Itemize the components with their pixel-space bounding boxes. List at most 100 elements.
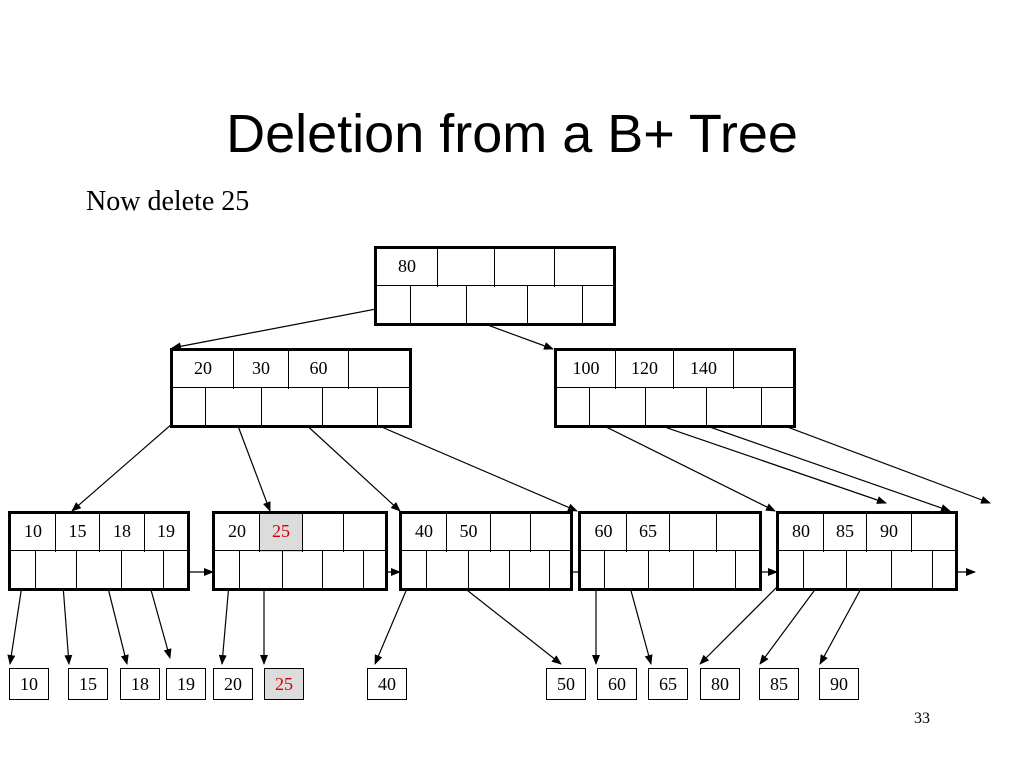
leaf5-ptr — [779, 551, 804, 588]
record-85: 85 — [759, 668, 799, 700]
record-60: 60 — [597, 668, 637, 700]
leaf1-key-3: 18 — [100, 514, 145, 552]
leaf2-ptr — [215, 551, 240, 588]
record-90: 90 — [819, 668, 859, 700]
record-40: 40 — [367, 668, 407, 700]
leaf4-ptr — [605, 551, 649, 588]
leaf1-ptr — [36, 551, 77, 588]
internal-right-key-3: 140 — [674, 351, 734, 389]
leaf3-ptr — [469, 551, 510, 588]
root-node: 80 — [374, 246, 616, 326]
leaf4-key-1: 60 — [581, 514, 627, 552]
root-key-1: 80 — [377, 249, 438, 287]
internal-left-ptr — [206, 388, 262, 425]
leaf3-key-1: 40 — [402, 514, 447, 552]
record-25-highlighted: 25 — [264, 668, 304, 700]
internal-right-ptr — [557, 388, 590, 425]
leaf5-ptr — [847, 551, 892, 588]
internal-left-ptr — [323, 388, 378, 425]
leaf2-ptr — [364, 551, 385, 588]
leaf-node-1: 10 15 18 19 — [8, 511, 190, 591]
leaf2-key-4 — [344, 514, 385, 552]
leaf3-ptr — [402, 551, 427, 588]
leaf3-ptr — [510, 551, 550, 588]
leaf2-ptr — [240, 551, 283, 588]
record-80: 80 — [700, 668, 740, 700]
leaf2-ptr — [323, 551, 364, 588]
leaf2-ptr — [283, 551, 323, 588]
internal-right-ptr — [762, 388, 793, 425]
root-key-2 — [438, 249, 495, 287]
leaf2-key-2-highlighted: 25 — [260, 514, 303, 552]
leaf-node-2: 20 25 — [212, 511, 388, 591]
page-number: 33 — [914, 710, 930, 727]
leaf1-key-1: 10 — [11, 514, 56, 552]
leaf2-key-1: 20 — [215, 514, 260, 552]
slide-title: Deletion from a B+ Tree — [226, 104, 798, 164]
edge-int2-offb — [683, 417, 951, 512]
leaf1-ptr — [164, 551, 187, 588]
leaf1-ptr — [77, 551, 122, 588]
edge-int1-leaf1 — [71, 409, 189, 512]
internal-right-key-1: 100 — [557, 351, 616, 389]
internal-left-key-3: 60 — [289, 351, 349, 389]
leaf4-key-2: 65 — [627, 514, 670, 552]
leaf5-key-1: 80 — [779, 514, 824, 552]
leaf4-ptr — [649, 551, 694, 588]
leaf4-ptr — [581, 551, 605, 588]
leaf5-key-2: 85 — [824, 514, 867, 552]
leaf3-key-3 — [491, 514, 531, 552]
internal-node-left: 20 30 60 — [170, 348, 412, 428]
leaf4-key-3 — [670, 514, 717, 552]
internal-left-ptr — [378, 388, 409, 425]
leaf1-key-4: 19 — [157, 521, 175, 541]
leaf-node-5: 80 85 90 — [776, 511, 958, 591]
leaf-node-4: 60 65 — [578, 511, 762, 591]
internal-right-ptr — [590, 388, 646, 425]
root-ptr — [583, 286, 613, 323]
internal-left-ptr — [262, 388, 323, 425]
internal-right-ptr — [707, 388, 762, 425]
leaf5-ptr — [933, 551, 955, 588]
internal-left-key-1: 20 — [173, 351, 234, 389]
root-key-3 — [495, 249, 555, 287]
internal-right-ptr — [646, 388, 707, 425]
internal-right-key-4 — [734, 351, 793, 389]
leaf3-key-4 — [531, 514, 570, 552]
leaf5-ptr — [892, 551, 933, 588]
root-ptr — [467, 286, 528, 323]
internal-node-right: 100 120 140 — [554, 348, 796, 428]
record-18: 18 — [120, 668, 160, 700]
record-20: 20 — [213, 668, 253, 700]
leaf4-ptr — [736, 551, 759, 588]
record-19: 19 — [166, 668, 206, 700]
leaf4-ptr — [694, 551, 736, 588]
internal-left-ptr — [173, 388, 206, 425]
internal-right-key-2: 120 — [616, 351, 674, 389]
slide-subtitle: Now delete 25 — [86, 186, 250, 217]
leaf5-key-3: 90 — [867, 514, 912, 552]
leaf-node-3: 40 50 — [399, 511, 573, 591]
leaf1-key-2: 15 — [56, 514, 100, 552]
internal-left-key-4 — [349, 351, 409, 389]
record-65: 65 — [648, 668, 688, 700]
leaf1-ptr — [11, 551, 36, 588]
edge-root-left — [171, 305, 393, 351]
record-50: 50 — [546, 668, 586, 700]
leaf3-ptr — [550, 551, 570, 588]
leaf1-ptr — [122, 551, 164, 588]
root-key-4 — [555, 249, 613, 287]
leaf3-key-2: 50 — [447, 514, 491, 552]
root-ptr — [411, 286, 467, 323]
leaf5-key-4 — [912, 514, 955, 552]
root-ptr — [377, 286, 411, 323]
internal-left-key-2: 30 — [234, 351, 289, 389]
leaf4-key-4 — [717, 514, 759, 552]
leaf5-ptr — [804, 551, 847, 588]
record-15: 15 — [68, 668, 108, 700]
record-10: 10 — [9, 668, 49, 700]
leaf2-key-3 — [303, 514, 344, 552]
root-ptr — [528, 286, 583, 323]
leaf3-ptr — [427, 551, 469, 588]
